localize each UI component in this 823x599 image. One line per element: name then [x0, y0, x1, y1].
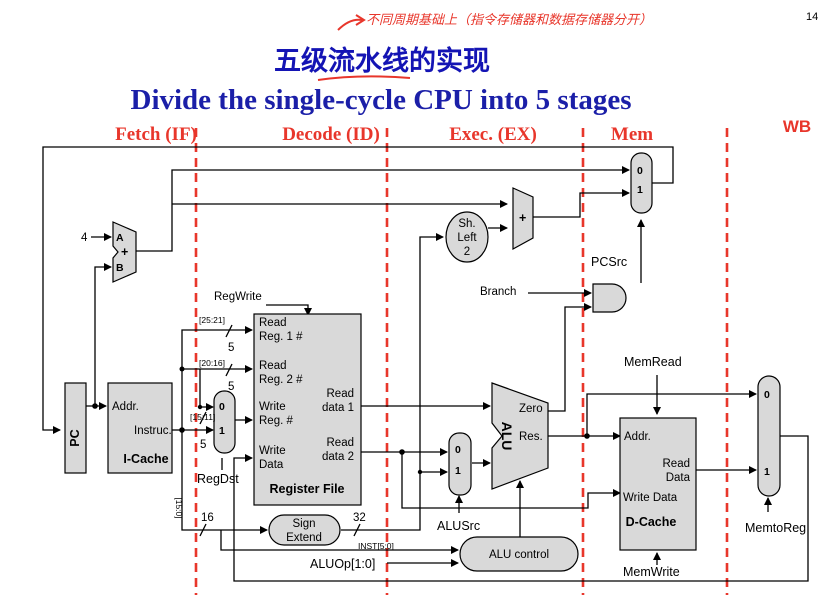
instruction-cache: Addr. Instruc. I-Cache — [107, 382, 173, 474]
bus-width-16: 16 — [201, 512, 214, 524]
pc-label: PC — [68, 429, 82, 446]
handwritten-annotation: 不同周期基础上（指令存储器和数据存储器分开） — [337, 12, 652, 31]
handwritten-note: 不同周期基础上（指令存储器和数据存储器分开） — [366, 12, 652, 28]
rf-read-data2-b: data 2 — [322, 451, 354, 463]
memtoreg-mux: 0 1 — [757, 375, 781, 497]
rf-read-data1-b: data 1 — [322, 402, 354, 414]
regdst-mux-one: 1 — [219, 425, 225, 437]
alu-res-label: Res. — [519, 431, 543, 443]
rf-read-reg1-a: Read — [259, 317, 287, 329]
branch-and-gate — [592, 283, 627, 313]
stage-label-fetch: Fetch (IF) — [115, 124, 197, 145]
regdst-mux: 0 1 — [213, 390, 236, 454]
page-number: 14 — [806, 11, 818, 23]
data-cache: Addr. Read Data Write Data D-Cache — [619, 417, 697, 551]
stage-label-exec: Exec. (EX) — [449, 124, 537, 145]
pc-adder-plus: + — [121, 245, 128, 259]
signal-regwrite: RegWrite — [214, 291, 262, 303]
signal-inst-5-0: INST[5:0] — [358, 541, 394, 551]
sign-extend-unit: Sign Extend — [268, 514, 341, 546]
bus-label-15-11: [15:11] — [190, 412, 215, 422]
wb-mux-one: 1 — [764, 466, 770, 478]
shift-left-line2: Left — [457, 232, 477, 244]
alu: ALU Zero Res. — [491, 382, 549, 490]
signal-regdst: RegDst — [197, 472, 239, 486]
branch-adder: + — [512, 187, 534, 251]
sign-extend-line2: Extend — [286, 532, 322, 544]
wb-mux-zero: 0 — [764, 389, 770, 401]
alusrc-mux: 0 1 — [448, 432, 472, 496]
alusrc-mux-zero: 0 — [455, 444, 461, 456]
rf-write-data-a: Write — [259, 445, 286, 457]
signal-memtoreg: MemtoReg — [745, 521, 806, 535]
icache-name: I-Cache — [123, 452, 168, 466]
rf-write-data-b: Data — [259, 459, 284, 471]
bus-width-5c: 5 — [200, 439, 206, 451]
rf-write-reg-a: Write — [259, 401, 286, 413]
shift-left-line3: 2 — [464, 246, 470, 258]
alusrc-mux-one: 1 — [455, 465, 461, 477]
stage-label-wb: WB — [783, 117, 811, 136]
rf-read-reg2-b: Reg. 2 # — [259, 374, 303, 386]
dcache-write-data-label: Write Data — [623, 492, 678, 504]
icache-addr-label: Addr. — [112, 401, 139, 413]
rf-write-reg-b: Reg. # — [259, 415, 293, 427]
pc-adder-const: 4 — [81, 232, 88, 244]
pc-adder-b: B — [116, 262, 124, 274]
shift-left-line1: Sh. — [458, 218, 475, 230]
branch-adder-plus: + — [519, 211, 526, 225]
dcache-addr-label: Addr. — [624, 431, 651, 443]
alu-control-name: ALU control — [489, 549, 549, 561]
title-underline — [317, 75, 411, 81]
bus-label-25-21: [25:21] — [199, 315, 225, 325]
pc-mux-one: 1 — [637, 184, 643, 196]
signal-pcsrc: PCSrc — [591, 255, 627, 269]
signal-branch: Branch — [480, 286, 516, 298]
sign-extend-line1: Sign — [292, 518, 315, 530]
signal-aluop: ALUOp[1:0] — [310, 557, 375, 571]
dcache-read-data-a: Read — [663, 458, 691, 470]
pc-source-mux: 0 1 — [630, 152, 653, 214]
rf-read-data2-a: Read — [327, 437, 355, 449]
register-file: Read Reg. 1 # Read Reg. 2 # Write Reg. #… — [253, 313, 362, 506]
register-file-name: Register File — [269, 482, 344, 496]
pc-adder-a: A — [116, 232, 124, 244]
alu-control-unit: ALU control — [459, 536, 579, 572]
alu-name: ALU — [499, 422, 515, 451]
alu-zero-label: Zero — [519, 403, 543, 415]
bus-label-15-0: [15:0] — [174, 497, 184, 518]
title-english: Divide the single-cycle CPU into 5 stage… — [131, 84, 632, 116]
wires — [42, 146, 809, 582]
icache-instr-label: Instruc. — [134, 425, 172, 437]
rf-read-reg1-b: Reg. 1 # — [259, 331, 303, 343]
rf-read-data1-a: Read — [327, 388, 355, 400]
bus-width-5a: 5 — [228, 342, 234, 354]
bus-width-5b: 5 — [228, 381, 234, 393]
signal-memread: MemRead — [624, 355, 682, 369]
title-chinese: 五级流水线的实现 — [274, 45, 490, 77]
stage-label-mem: Mem — [611, 124, 653, 145]
dcache-name: D-Cache — [626, 515, 677, 529]
bus-label-20-16: [20:16] — [199, 358, 225, 368]
signal-memwrite: MemWrite — [623, 565, 680, 579]
signal-alusrc: ALUSrc — [437, 519, 480, 533]
bus-width-32: 32 — [353, 512, 366, 524]
pc-mux-zero: 0 — [637, 165, 643, 177]
dcache-read-data-b: Data — [666, 472, 691, 484]
pc-register: PC — [64, 382, 87, 474]
pc-adder: A + B 4 — [81, 221, 137, 283]
regdst-mux-zero: 0 — [219, 401, 225, 413]
stage-label-decode: Decode (ID) — [282, 124, 380, 145]
rf-read-reg2-a: Read — [259, 360, 287, 372]
shift-left-unit: Sh. Left 2 — [445, 211, 489, 263]
